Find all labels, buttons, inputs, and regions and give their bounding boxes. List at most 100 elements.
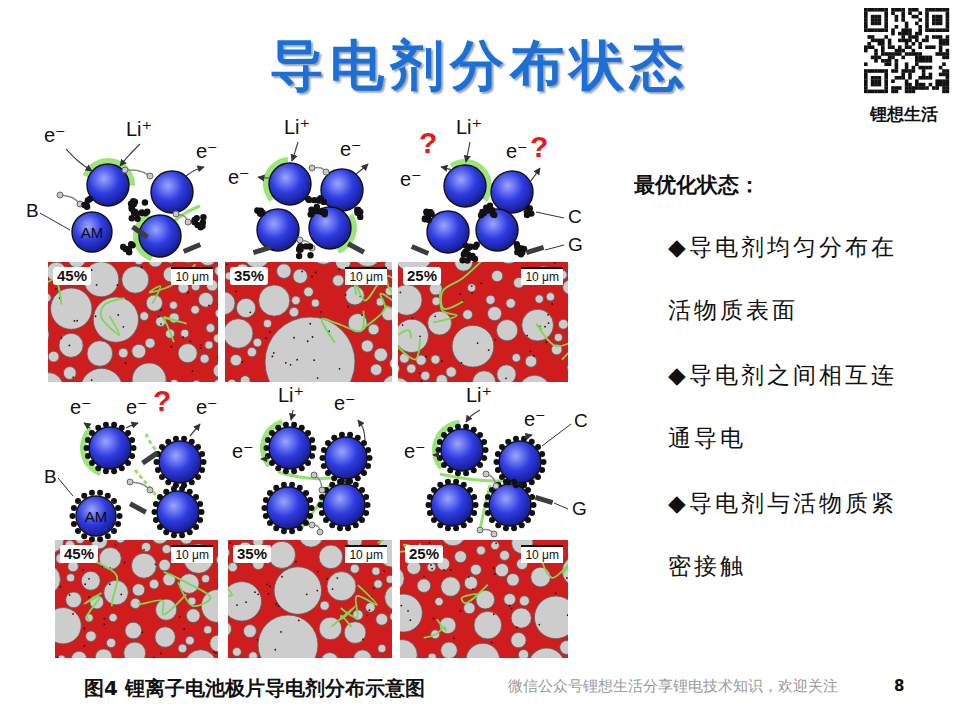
carbon-black (157, 494, 163, 500)
qr-module (881, 39, 885, 43)
question-mark: ? (419, 128, 437, 158)
qr-module (874, 59, 878, 63)
carbon-speck (155, 564, 157, 566)
qr-module (878, 39, 882, 43)
carbon-black (539, 467, 545, 473)
carbon-speck (311, 276, 313, 278)
leader-line (542, 424, 571, 446)
carbon-black (355, 435, 361, 441)
carbon-speck (122, 326, 124, 328)
qr-module (884, 28, 888, 32)
carbon-speck (326, 578, 328, 580)
particle-section (525, 356, 537, 368)
bullet-point: ◆导电剂均匀分布在活物质表面 (668, 216, 913, 342)
conductive-network (536, 324, 568, 360)
particle-section (496, 320, 517, 341)
carbon-black (70, 513, 76, 519)
qr-module (905, 32, 909, 36)
carbon-black (199, 467, 205, 473)
carbon-black (85, 453, 91, 459)
qr-module (905, 39, 909, 43)
particle-section (228, 657, 231, 658)
carbon-black (337, 479, 343, 485)
qr-module (918, 56, 922, 60)
qr-module (895, 66, 899, 70)
carbon-black (171, 486, 177, 492)
qr-module (891, 8, 895, 12)
qr-module (912, 66, 916, 70)
carbon-black (426, 217, 432, 223)
carbon-black (337, 525, 343, 531)
carbon-speck (280, 631, 282, 633)
carbon-speck (257, 639, 259, 641)
conductive-network (84, 593, 101, 621)
particle-section (452, 325, 494, 367)
qr-module (918, 42, 922, 46)
qr-module (881, 49, 885, 53)
leader-line (536, 212, 564, 218)
carbon-black (159, 444, 165, 450)
carbon-black (195, 474, 201, 480)
carbon-black (473, 502, 479, 508)
binder-end (173, 211, 179, 217)
carbon-speck (309, 323, 311, 325)
carbon-speck (339, 269, 341, 271)
active-particle (323, 484, 365, 526)
conductive-network (101, 298, 125, 335)
charge-carrier-label: e⁻ (70, 396, 92, 419)
qr-module (935, 18, 939, 22)
qr-module (881, 90, 885, 94)
qr-module (922, 69, 926, 73)
carbon-speck (339, 368, 341, 370)
qr-module (946, 42, 950, 46)
carbon-black (309, 437, 315, 443)
qr-module (905, 90, 909, 94)
carbon-speck (55, 288, 57, 290)
conductive-network (164, 572, 211, 606)
qr-module (888, 56, 892, 60)
carbon-speck (316, 590, 318, 592)
graphite-flake (253, 245, 272, 255)
particle-section (132, 344, 146, 358)
qr-module (939, 8, 943, 12)
carbon-speck (491, 642, 493, 644)
carbon-black (453, 479, 459, 485)
qr-module (908, 28, 912, 32)
carbon-black (263, 513, 269, 519)
carbon-black (495, 522, 501, 528)
qr-module (864, 28, 868, 32)
carbon-speck (143, 549, 145, 551)
porosity-label: 45% (53, 267, 91, 285)
particle-section (87, 341, 113, 367)
particle-section (93, 297, 138, 342)
qr-module (874, 69, 878, 73)
particle-section (48, 373, 63, 382)
charge-carrier-label: e⁻ (196, 140, 218, 163)
carbon-speck (109, 583, 111, 585)
qr-module (884, 76, 888, 80)
conductive-network (139, 594, 186, 614)
carbon-black (303, 520, 309, 526)
carbon-black (197, 224, 203, 230)
carbon-black (103, 422, 109, 428)
carbon-black (283, 468, 289, 474)
qr-module (881, 52, 885, 56)
qr-module (871, 76, 875, 80)
particle-section (225, 376, 226, 382)
particle-section (55, 608, 81, 644)
particle-section (558, 319, 568, 329)
qr-module (901, 15, 905, 19)
qr-module (884, 73, 888, 77)
carbon-black (529, 439, 535, 445)
particle-section (134, 262, 143, 265)
carbon-speck (306, 593, 308, 595)
carbon-black (423, 209, 429, 215)
particle-section (263, 320, 271, 328)
carbon-speck (443, 569, 445, 571)
active-particle (309, 207, 351, 249)
carbon-black (453, 525, 459, 531)
carbon-black (95, 465, 101, 471)
carbon-black (263, 497, 269, 503)
particle-section (390, 613, 392, 621)
